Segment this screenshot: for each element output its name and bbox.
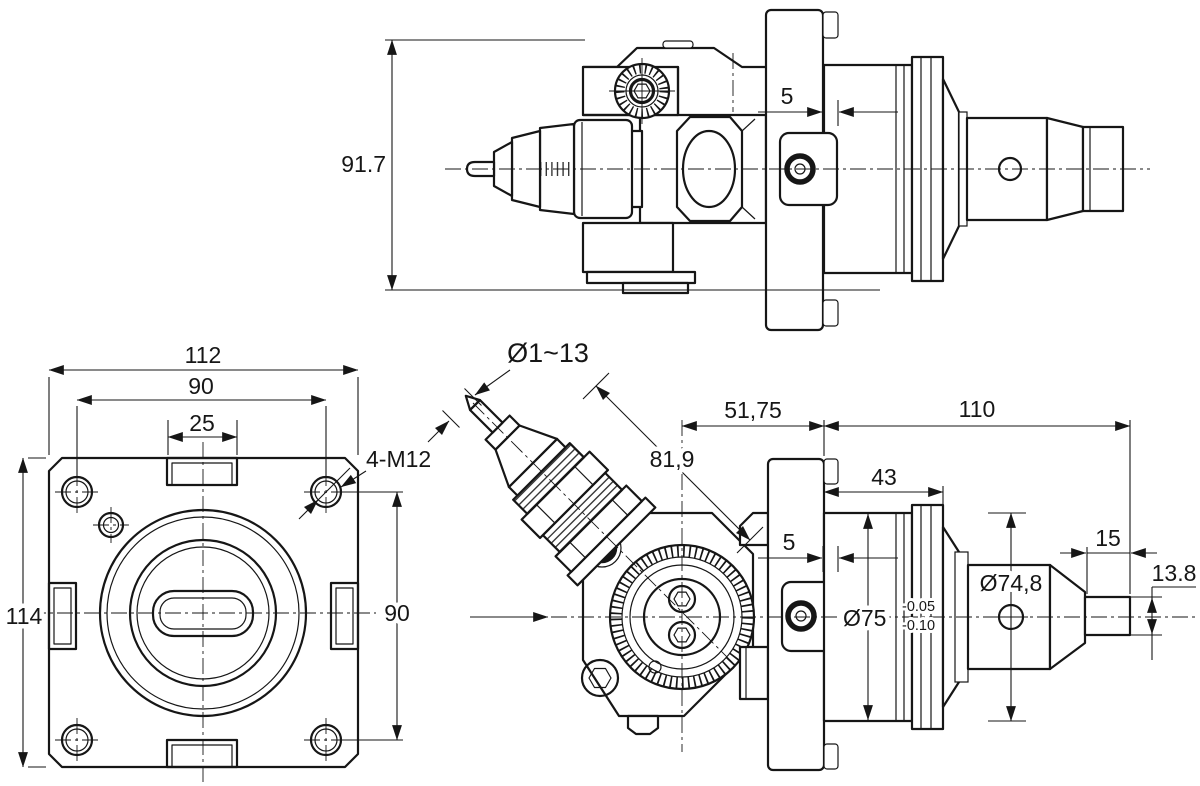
dim-5-side: 5	[758, 525, 898, 572]
pilot-shank	[1083, 595, 1132, 637]
dim-25: 25	[167, 406, 238, 455]
pin-hole-front	[93, 507, 129, 543]
front-view: 112 90 25 4-M12 114	[1, 338, 436, 784]
dim-110: 110	[823, 392, 1131, 594]
dial-index-pin	[648, 660, 662, 674]
dim-75-tol: Ø75 -0.05 -0.10	[839, 513, 938, 721]
dim-text-pilot-dia: 13.8	[1152, 560, 1197, 586]
dim-text-overall: 110	[959, 396, 996, 422]
flange-slot-bottom	[165, 738, 239, 769]
dim-text-capacity: Ø1~13	[507, 338, 589, 368]
dim-text-slot: 25	[189, 410, 215, 436]
clamp-screw-side	[785, 600, 817, 632]
dim-15: 15	[1060, 521, 1157, 594]
plate-tab-top-b	[822, 299, 839, 327]
callout-4-m12: 4-M12	[298, 442, 436, 520]
dim-43: 43	[823, 460, 944, 511]
hex-socket-icon	[588, 667, 612, 689]
mounting-plate-side	[766, 457, 839, 772]
dim-text-center-to-face: 51,75	[724, 397, 782, 423]
dim-91-7: 91.7	[337, 39, 880, 291]
adjustment-dial-top	[609, 58, 675, 124]
dim-90-v: 90	[345, 491, 414, 741]
dim-text-clamp-gap-top: 5	[781, 83, 794, 109]
flange-slot-left	[47, 581, 78, 651]
bolt-hole-bl	[55, 718, 99, 762]
dim-112: 112	[48, 338, 359, 455]
dim-text-clamp-gap-side: 5	[783, 529, 796, 555]
head-foot-tab	[626, 714, 660, 736]
top-view: 91.7 5	[337, 8, 1150, 332]
dim-5-top: 5	[758, 79, 898, 126]
dim-text-tol-lower: -0.10	[902, 618, 935, 634]
gearbox-body-top	[581, 40, 768, 295]
dim-text-width: 112	[185, 342, 222, 368]
dim-text-chuck-len: 81,9	[650, 446, 695, 472]
clamp-screw-top	[784, 153, 816, 185]
dim-90-h: 90	[76, 369, 327, 478]
dim-text-face-to-flange: 43	[871, 464, 897, 490]
dim-text-spindle-dia: Ø75	[843, 605, 886, 631]
plate-tab-side-a	[823, 458, 839, 485]
dim-chuck-capacity: Ø1~13	[427, 334, 593, 443]
mounting-foot-top	[581, 221, 697, 295]
centerline-45	[472, 402, 736, 666]
head-plate-link-upper	[738, 511, 770, 547]
mounting-plate-top	[764, 8, 839, 332]
dim-81-9: 81,9	[582, 372, 764, 554]
head-screw-lower-left	[580, 658, 620, 698]
head-plate-link-lower	[738, 645, 770, 701]
dim-text-tol-upper: -0.05	[902, 599, 935, 615]
dim-51-75: 51,75	[681, 393, 825, 456]
knurl-texture-icon	[543, 473, 622, 552]
dim-114: 114	[1, 457, 47, 768]
hex-socket-icon	[673, 627, 691, 643]
dim-text-bolt-v: 90	[384, 600, 410, 626]
flange-slot-right	[329, 581, 360, 651]
dim-text-height-front: 114	[6, 603, 43, 629]
dim-text-height: 91.7	[341, 151, 386, 177]
dim-74-8: Ø74,8	[975, 512, 1047, 722]
hex-socket-icon	[673, 591, 691, 607]
dim-text-nose-dia: Ø74,8	[980, 570, 1043, 596]
dim-text-bolt-h: 90	[188, 373, 214, 399]
flange-slot-top	[165, 456, 239, 487]
plate-tab-side-b	[823, 743, 839, 770]
dim-text-pilot-len: 15	[1095, 525, 1121, 551]
dim-text-thread: 4-M12	[366, 446, 431, 472]
plate-tab-top-a	[822, 11, 839, 39]
side-view: Ø1~13 81,9 51,75 110 43	[427, 334, 1200, 772]
housing-tab-top	[662, 40, 694, 49]
dim-13-8: 13.8	[1130, 556, 1200, 660]
bolt-hole-br	[304, 718, 348, 762]
